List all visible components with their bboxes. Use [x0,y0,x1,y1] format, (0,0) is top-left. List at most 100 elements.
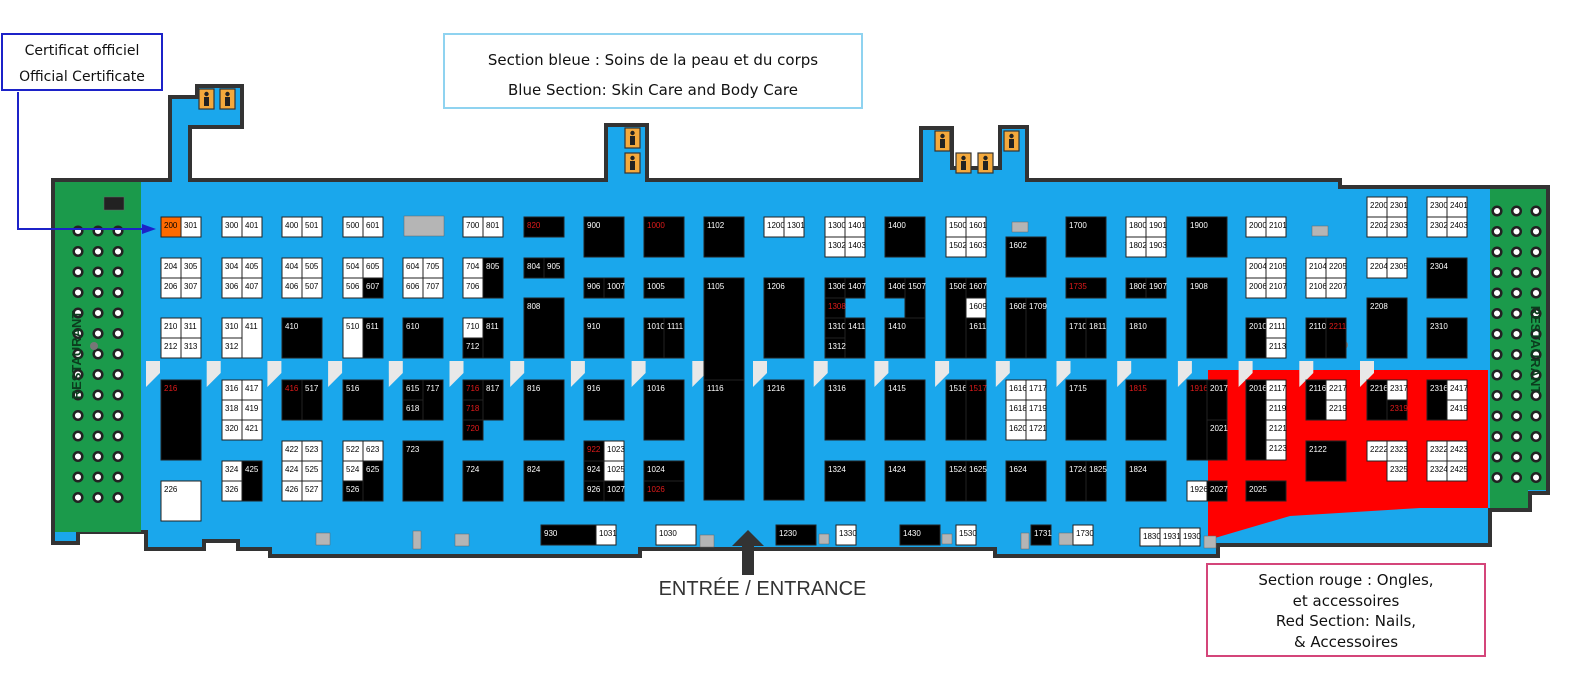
booth-label: 2123 [1269,444,1287,453]
booth-label: 1709 [1029,302,1047,311]
booth-box [1145,236,1167,258]
restaurant-table [72,430,84,442]
booth-box [595,524,617,546]
restaurant-table [92,450,104,463]
booth-1926: 1926 [1186,480,1208,502]
aisle-marker [146,361,160,387]
booth-1415: 1415 [884,379,926,441]
booth-label: 406 [285,282,299,291]
booth-box [1206,419,1228,461]
booth-407: 407 [241,277,263,299]
booth-label: 500 [346,221,360,230]
booth-526: 526 [342,480,364,502]
aisle-marker [206,361,221,387]
booth-424: 424 [281,460,303,482]
booth-label: 1715 [1069,384,1087,393]
booth-1601: 1601 [965,216,987,238]
booth-605: 605 [362,257,384,279]
aisle-marker [510,361,525,387]
aisle-marker [449,361,464,387]
booth-label: 1735 [1069,282,1087,291]
booth-900: 900 [583,216,625,258]
restaurant-table [1491,225,1503,238]
restaurant-right-label: RESTAURANT [1528,306,1543,395]
booth-1611: 1611 [965,317,987,359]
booth-930: 930 [540,524,597,546]
booth-box [241,277,263,299]
booth-label: 400 [285,221,299,230]
booth-box [402,317,444,359]
booth-box [763,277,805,359]
booth-label: 930 [544,529,558,538]
booth-label: 1930 [1183,532,1201,541]
booth-box [1325,399,1347,421]
booth-2104: 2104 [1305,257,1327,279]
restroom-icon [977,152,994,174]
booth-label: 1502 [949,241,967,250]
booth-922: 922 [583,440,605,462]
booth-label: 1023 [607,445,625,454]
booth-box [180,337,202,359]
booth-box [402,399,424,421]
booth-2107: 2107 [1265,277,1287,299]
booth-label: 312 [225,342,239,351]
booth-label: 706 [466,282,480,291]
booth-label: 1306 [828,282,846,291]
restaurant-table [112,348,124,360]
booth-label: 510 [346,322,360,331]
booth-2200: 2200 [1366,196,1388,218]
booth-1016: 1016 [643,379,685,441]
booth-label: 1524 [949,465,967,474]
booth-307: 307 [180,277,202,299]
restaurant-table [1510,430,1523,443]
booth-label: 1802 [1129,241,1147,250]
booth-box [844,277,866,299]
restroom-icon [934,130,951,152]
restaurant-table [112,430,124,442]
booth-1027: 1027 [603,480,625,502]
booth-label: 2000 [1249,221,1267,230]
restaurant-table [1491,266,1503,279]
red-section-legend-fr-1: Section rouge : Ongles, [1258,571,1434,589]
restaurant-table [1491,287,1503,299]
booth-label: 210 [164,322,178,331]
restroom-icon [198,88,215,110]
booth-1302: 1302 [824,236,846,258]
booth-box [1072,524,1094,546]
booth-1815: 1815 [1125,379,1167,441]
booth-box [884,460,926,502]
restaurant-table [92,266,104,278]
booth-label: 1620 [1009,424,1027,433]
booth-box [1386,216,1408,238]
booth-label: 816 [527,384,541,393]
booth-label: 1025 [607,465,625,474]
booth-524: 524 [342,460,364,482]
booth-label: 426 [285,485,299,494]
booth-label: 2319 [1390,404,1408,413]
booth-label: 1005 [647,282,665,291]
booth-1715: 1715 [1065,379,1107,441]
booth-label: 610 [406,322,420,331]
booth-label: 618 [406,404,420,413]
booth-label: 310 [225,322,239,331]
restaurant-table [72,450,84,463]
booth-2111: 2111 [1265,317,1287,339]
booth-box [362,317,384,359]
booth-1524: 1524 [945,460,967,502]
booth-box [1085,317,1107,359]
booth-box [221,337,243,359]
booth-label: 1611 [969,322,987,331]
booth-216: 216 [160,379,202,461]
booth-box [663,317,685,359]
booth-720: 720 [462,419,484,441]
aisle-marker [1056,361,1071,387]
booth-label: 200 [164,221,178,230]
booth-200: 200 [160,216,182,238]
booth-723: 723 [402,440,444,502]
booth-label: 705 [426,262,440,271]
booth-1618: 1618 [1005,399,1027,421]
booth-2319: 2319 [1386,399,1408,421]
booth-label: 1024 [647,465,665,474]
booth-1721: 1721 [1025,419,1047,441]
